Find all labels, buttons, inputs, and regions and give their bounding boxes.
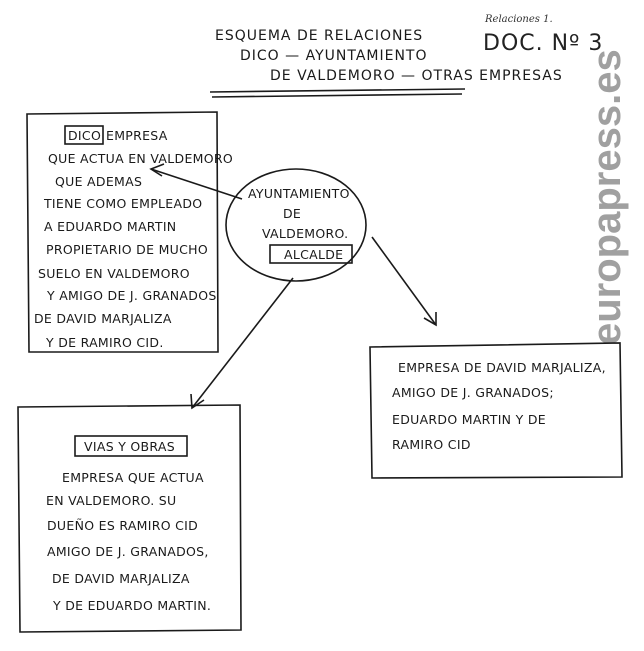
vias-label: VIAS Y OBRAS (84, 439, 175, 454)
dico-line: SUELO EN VALDEMORO (38, 266, 190, 281)
title-line-1: ESQUEMA DE RELACIONES (215, 28, 423, 44)
vias-line: DE DAVID MARJALIZA (52, 571, 190, 586)
dico-line: Y AMIGO DE J. GRANADOS (46, 288, 217, 303)
ayuntamiento-node: AYUNTAMIENTO DE VALDEMORO. ALCALDE (225, 168, 367, 282)
vias-line: EMPRESA QUE ACTUA (62, 470, 204, 485)
vias-line: Y DE EDUARDO MARTIN. (52, 598, 211, 613)
dico-line: PROPIETARIO DE MUCHO (46, 242, 208, 257)
title-underline-2 (211, 93, 463, 98)
dico-line: QUE ACTUA EN VALDEMORO (48, 151, 233, 166)
doc-number: DOC. Nº 3 (483, 31, 603, 56)
ayuntamiento-line: DE (283, 206, 301, 221)
right-box-line: EMPRESA DE DAVID MARJALIZA, (398, 360, 606, 375)
right-box-line: RAMIRO CID (392, 437, 471, 452)
vias-line: AMIGO DE J. GRANADOS, (47, 544, 209, 559)
right-box-line: EDUARDO MARTIN Y DE (392, 412, 546, 427)
vias-y-obras-box: VIAS Y OBRAS EMPRESA QUE ACTUA EN VALDEM… (17, 404, 242, 633)
alcalde-label: ALCALDE (284, 247, 343, 262)
vias-label-box (74, 435, 188, 457)
arrow-to-dico (149, 163, 243, 200)
dico-box: DICO EMPRESA QUE ACTUA EN VALDEMORO QUE … (26, 111, 233, 353)
dico-line: TIENE COMO EMPLEADO (43, 196, 202, 211)
dico-line: Y DE RAMIRO CID. (45, 335, 164, 350)
header-note: Relaciones 1. (484, 14, 553, 25)
watermark: europapress.es (585, 49, 629, 345)
title-line-2: DICO — AYUNTAMIENTO (240, 48, 428, 64)
dico-line: QUE ADEMAS (55, 174, 142, 189)
arrow-to-right-company (371, 236, 437, 327)
vias-line: DUEÑO ES RAMIRO CID (47, 518, 198, 533)
vias-line: EN VALDEMORO. SU (46, 493, 176, 508)
dico-label-box (64, 125, 104, 145)
ayuntamiento-line: VALDEMORO. (262, 226, 348, 241)
arrow-to-vias-y-obras (190, 277, 294, 410)
dico-line: DE DAVID MARJALIZA (34, 311, 172, 326)
right-box-line: AMIGO DE J. GRANADOS; (392, 385, 554, 400)
dico-line: EMPRESA (106, 128, 168, 143)
dico-label: DICO (68, 128, 101, 143)
alcalde-label-box (269, 244, 353, 264)
ayuntamiento-line: AYUNTAMIENTO (248, 186, 350, 201)
right-company-box: EMPRESA DE DAVID MARJALIZA, AMIGO DE J. … (369, 342, 623, 479)
dico-line: A EDUARDO MARTIN (44, 219, 176, 234)
title-line-3: DE VALDEMORO — OTRAS EMPRESAS (270, 68, 563, 84)
title-underline (209, 88, 466, 93)
